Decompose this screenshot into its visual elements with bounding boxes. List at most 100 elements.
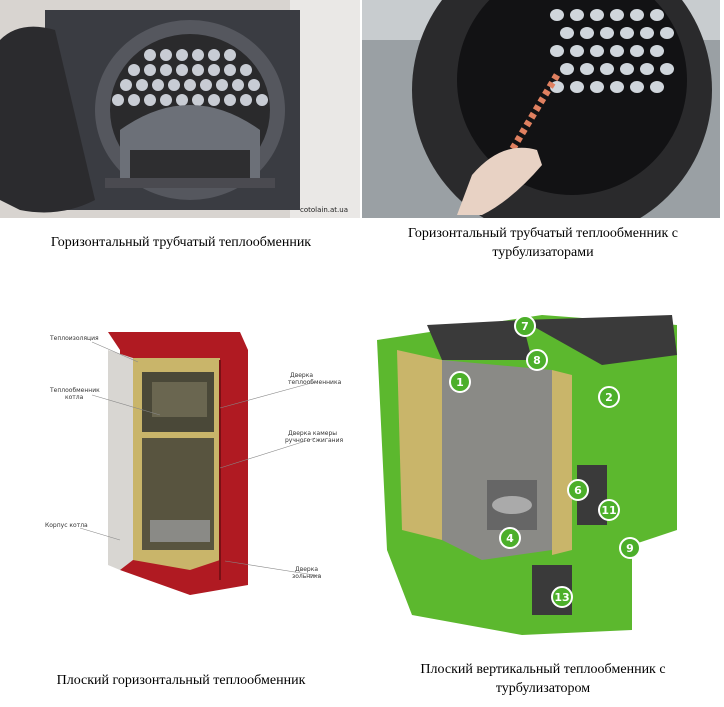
marker-8 xyxy=(526,349,548,371)
tube-hole xyxy=(232,79,244,91)
tube-hole xyxy=(630,9,644,21)
marker-label: 9 xyxy=(626,542,634,555)
label-insulation: Теплоизоляция xyxy=(49,335,99,342)
marker-label: 11 xyxy=(601,504,616,517)
tube-hole xyxy=(192,94,204,106)
tube-hole xyxy=(208,49,220,61)
tube-hole xyxy=(560,63,574,75)
tube-hole xyxy=(144,64,156,76)
tube-hole xyxy=(570,81,584,93)
tube-hole xyxy=(248,79,260,91)
marker-label: 2 xyxy=(605,391,613,404)
label-combustion-door: Дверка камеры xyxy=(288,430,337,437)
diagram-flat-horizontal-exchanger: Теплоизоляция Теплообменник котла Дверка… xyxy=(30,320,360,600)
tube-hole xyxy=(200,79,212,91)
caption-horizontal-tube-turbulizers: Горизонтальный трубчатый теплообменник с… xyxy=(362,224,724,262)
watermark: cotolain.at.ua xyxy=(300,206,348,214)
tube-hole xyxy=(176,64,188,76)
label-ash-door: Дверка xyxy=(295,566,318,573)
tube-hole xyxy=(136,79,148,91)
tube-hole xyxy=(590,9,604,21)
tube-hole xyxy=(224,94,236,106)
tube-hole xyxy=(120,79,132,91)
tube-hole xyxy=(176,49,188,61)
label-exchanger-door-2: теплообменника xyxy=(288,379,342,386)
tube-hole xyxy=(192,49,204,61)
tube-hole xyxy=(620,63,634,75)
tube-hole xyxy=(660,63,674,75)
tube-hole xyxy=(560,27,574,39)
marker-4 xyxy=(499,527,521,549)
tube-hole xyxy=(650,81,664,93)
label-ash-door-2: зольника xyxy=(292,573,322,580)
tube-hole xyxy=(256,94,268,106)
tube-hole xyxy=(176,94,188,106)
marker-7 xyxy=(514,315,536,337)
marker-label: 7 xyxy=(521,320,529,333)
tube-hole xyxy=(570,9,584,21)
caption-line: турбулизаторами xyxy=(492,245,594,260)
tube-hole xyxy=(168,79,180,91)
tube-hole xyxy=(610,81,624,93)
photo-horizontal-tube-exchanger: cotolain.at.ua xyxy=(0,0,360,218)
marker-label: 13 xyxy=(554,591,569,604)
tube-hole xyxy=(580,27,594,39)
photo-tube-exchanger-turbulizers xyxy=(362,0,720,218)
tube-hole xyxy=(208,64,220,76)
marker-2 xyxy=(598,386,620,408)
tube-hole xyxy=(208,94,220,106)
tube-hole xyxy=(610,45,624,57)
caption-line: турбулизатором xyxy=(495,681,591,696)
label-exchanger-door: Дверка xyxy=(290,372,313,379)
tube-hole xyxy=(128,64,140,76)
tube-hole xyxy=(590,45,604,57)
tube-hole xyxy=(192,64,204,76)
tube-hole xyxy=(224,49,236,61)
tube-hole xyxy=(152,79,164,91)
marker-11 xyxy=(598,499,620,521)
marker-label: 4 xyxy=(506,532,514,545)
label-exchanger-2: котла xyxy=(65,394,84,401)
tube-hole xyxy=(640,27,654,39)
caption-horizontal-tube: Горизонтальный трубчатый теплообменник xyxy=(50,235,312,250)
caption-line: Плоский вертикальный теплообменник с xyxy=(420,662,666,677)
tube-hole xyxy=(550,45,564,57)
tube-hole xyxy=(160,49,172,61)
tube-hole xyxy=(144,94,156,106)
tube-hole xyxy=(224,64,236,76)
tube-hole xyxy=(160,64,172,76)
tube-hole xyxy=(660,27,674,39)
tube-hole xyxy=(620,27,634,39)
tube-hole xyxy=(240,94,252,106)
tube-hole xyxy=(216,79,228,91)
tube-hole xyxy=(128,94,140,106)
tube-hole xyxy=(112,94,124,106)
marker-6 xyxy=(567,479,589,501)
caption-line: Горизонтальный трубчатый теплообменник с xyxy=(408,226,678,241)
tube-hole xyxy=(600,27,614,39)
tube-hole xyxy=(184,79,196,91)
tube-hole xyxy=(590,81,604,93)
caption-flat-horizontal: Плоский горизонтальный теплообменник xyxy=(56,673,306,688)
label-exchanger: Теплообменник xyxy=(49,387,100,394)
marker-9 xyxy=(619,537,641,559)
caption-flat-vertical-turbulizer: Плоский вертикальный теплообменник с тур… xyxy=(362,660,724,698)
marker-1 xyxy=(449,371,471,393)
tube-hole xyxy=(160,94,172,106)
tube-hole xyxy=(650,9,664,21)
tube-hole xyxy=(640,63,654,75)
tube-hole xyxy=(600,63,614,75)
tube-hole xyxy=(650,45,664,57)
tube-hole xyxy=(580,63,594,75)
marker-13 xyxy=(551,586,573,608)
tube-hole xyxy=(240,64,252,76)
label-boiler-body: Корпус котла xyxy=(45,522,88,529)
tube-hole xyxy=(610,9,624,21)
tube-hole xyxy=(630,81,644,93)
marker-label: 8 xyxy=(533,354,541,367)
marker-label: 1 xyxy=(456,376,464,389)
tube-hole xyxy=(630,45,644,57)
tube-hole xyxy=(144,49,156,61)
tube-hole xyxy=(550,9,564,21)
